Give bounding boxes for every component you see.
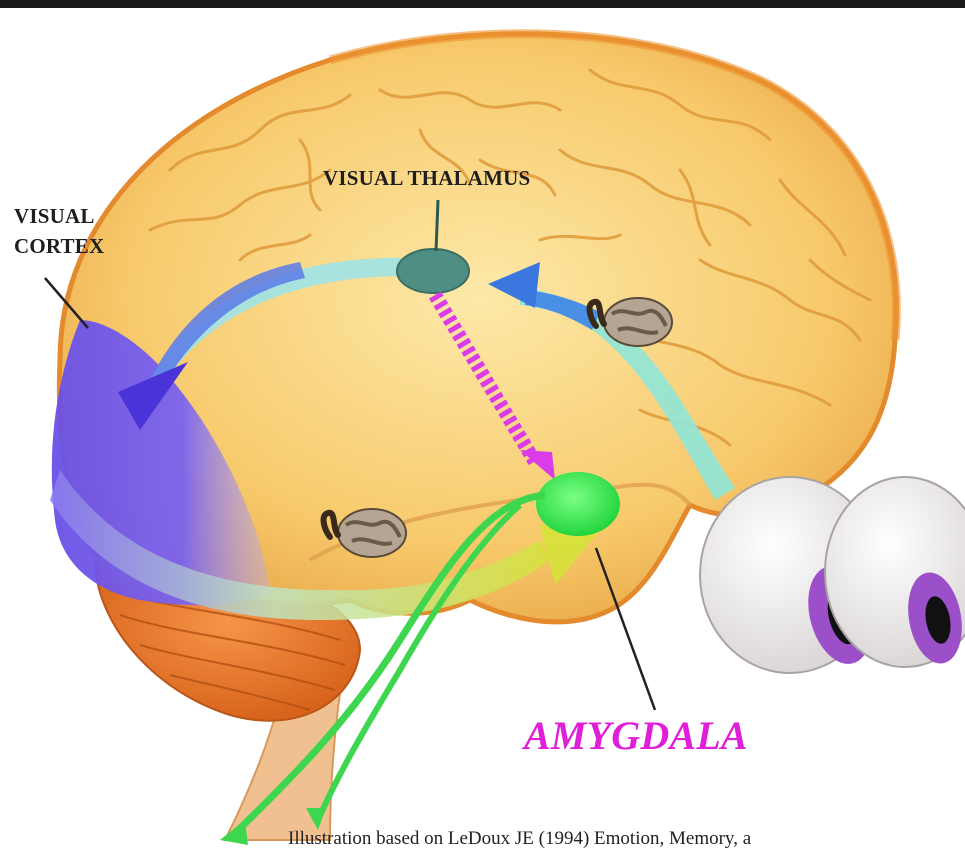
- amygdala-label: AMYGDALA: [524, 712, 748, 759]
- visual-thalamus-label: VISUAL THALAMUS: [323, 166, 530, 191]
- visual-cortex-label-line1: VISUAL: [14, 201, 104, 231]
- visual-cortex-label: VISUAL CORTEX: [14, 201, 104, 261]
- visual-thalamus: [397, 249, 469, 293]
- thalamus-label-line: [436, 200, 438, 251]
- amygdala-node: [536, 472, 620, 536]
- visual-cortex-label-line2: CORTEX: [14, 231, 104, 261]
- illustration-caption: Illustration based on LeDoux JE (1994) E…: [288, 828, 751, 850]
